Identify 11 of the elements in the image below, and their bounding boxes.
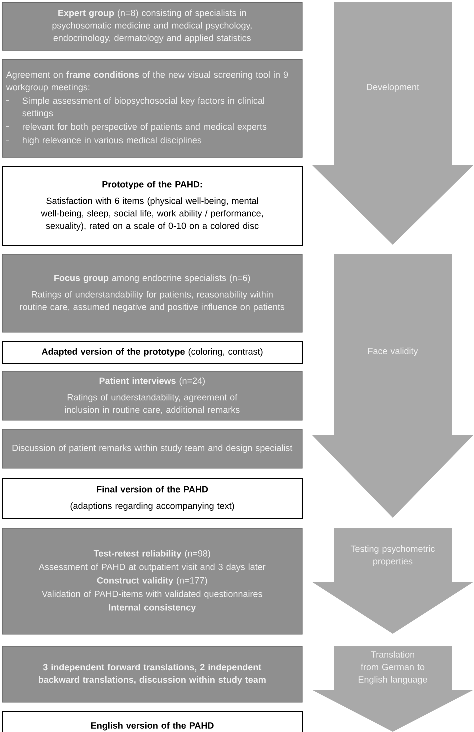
result-box: Final version of the PAHD (adaptions regarding accompanying text): [2, 478, 304, 520]
process-box: Test-retest reliability (n=98) Assessment of PAHD at outpatient visit and 3 days later Construct validity (n=177) Validation of PAHD-items with validated questionnaires Internal consistency: [2, 528, 303, 635]
result-box: Adapted version of the prototype (coloring, contrast): [2, 341, 304, 364]
process-box: Agreement on frame conditions of the new visual screening tool in 9 workgroup meetings: Simple assessment of biopsychosocial key factors in clinical settings relevant for both perspective of patients and medical experts high relevance in various medical disciplines: [2, 59, 303, 158]
result-box: English version of the PAHD: [2, 711, 304, 732]
process-box: Patient interviews (n=24) Ratings of understandability, agreement of inclusion in routine care, additional remarks: [2, 371, 303, 421]
result-box: Prototype of the PAHD: Satisfaction with 6 items (physical well-being, mental well-being, sleep, social life, work ability / performance, sexuality), rated on a scale of 0-10 on a colored disc: [2, 166, 304, 246]
process-box: Expert group (n=8) consisting of specialists in psychosomatic medicine and medical psychology, endocrinology, dermatology and applied statistics: [2, 2, 303, 51]
process-box: 3 independent forward translations, 2 independent backward translations, discussion within study team: [2, 646, 303, 703]
process-box: Focus group among endocrine specialists (n=6) Ratings of understandability for patients, reasonability within routine care, assumed negative and positive influence on patients: [2, 254, 303, 333]
process-box: Discussion of patient remarks within study team and design specialist: [2, 429, 303, 469]
